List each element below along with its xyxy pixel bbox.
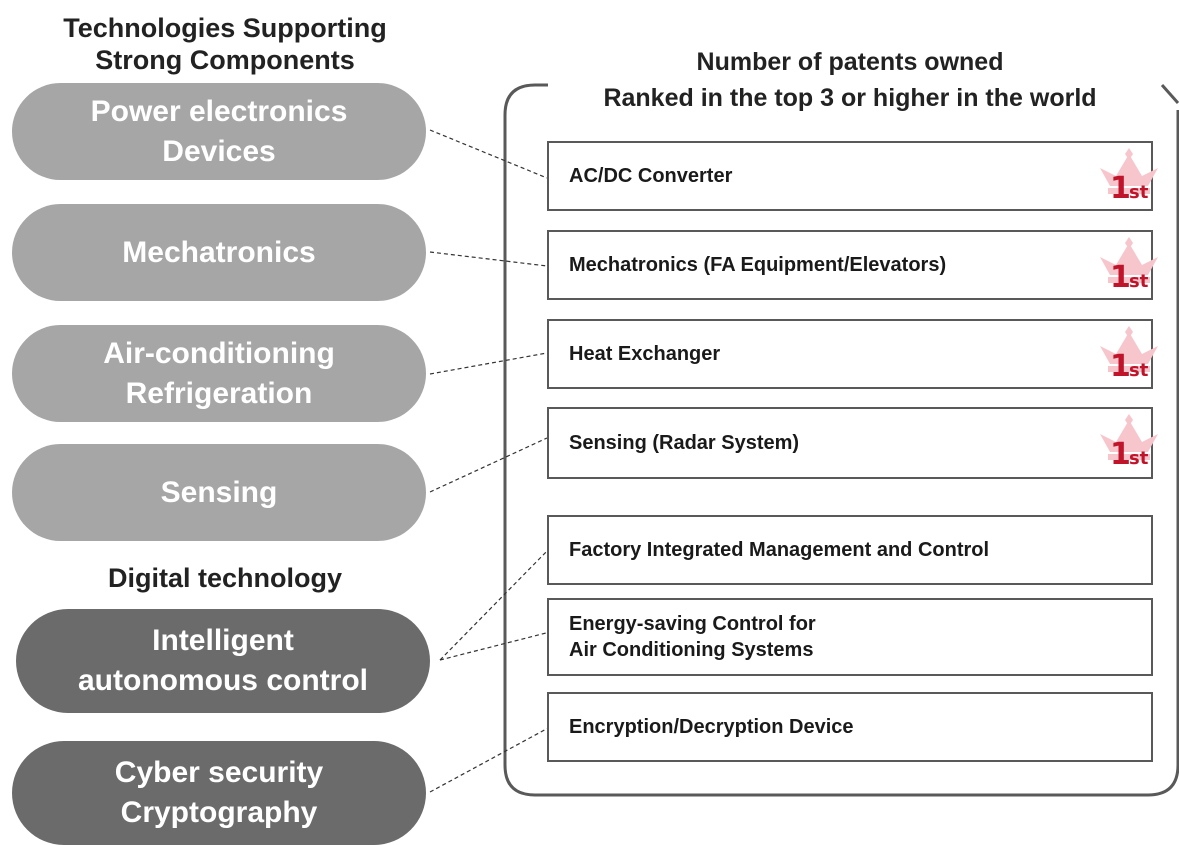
pill-label: Sensing — [160, 475, 278, 509]
pill-label: Devices — [162, 134, 276, 168]
connector-intelligent-energy — [439, 631, 551, 661]
pill-label: Cryptography — [120, 796, 318, 829]
rank-suffix: st — [1129, 182, 1149, 203]
pill-intelligent-control: Intelligent autonomous control — [16, 609, 430, 713]
heading-line: Technologies Supporting — [63, 13, 387, 43]
patent-item-label: Encryption/Decryption Device — [569, 716, 854, 738]
pill-label: Refrigeration — [125, 376, 313, 410]
heading-line: Strong Components — [95, 45, 355, 75]
rank-number: 1 — [1110, 260, 1131, 295]
rank-suffix: st — [1129, 448, 1149, 469]
rank-suffix: st — [1129, 360, 1149, 381]
patent-item-energy-saving: Energy-saving Control for Air Conditioni… — [547, 598, 1153, 676]
pill-label: Mechatronics — [122, 235, 316, 269]
digital-technology-heading: Digital technology — [107, 563, 342, 593]
rank-number: 1 — [1110, 349, 1131, 384]
patents-heading: Number of patents owned Ranked in the to… — [550, 44, 1150, 116]
crown-icon: 1 st — [1100, 326, 1158, 384]
patent-item-label: AC/DC Converter — [569, 165, 733, 187]
connector-power-electronics — [429, 129, 548, 179]
patent-item-label: Air Conditioning Systems — [569, 639, 814, 661]
connector-cyber-encryption — [429, 726, 551, 793]
frame-top-right-tick — [1160, 84, 1179, 104]
pill-label: autonomous control — [78, 664, 368, 697]
connector-air-conditioning — [429, 352, 548, 375]
pill-sensing: Sensing — [12, 444, 426, 541]
patent-frame — [503, 83, 1179, 797]
rank-number: 1 — [1110, 171, 1131, 206]
patent-item-label: Heat Exchanger — [569, 343, 721, 365]
patent-item-heat-exchanger: Heat Exchanger — [547, 319, 1153, 389]
strong-components-heading: Technologies Supporting Strong Component… — [20, 12, 430, 76]
patent-item-label: Sensing (Radar System) — [569, 432, 800, 454]
pill-power-electronics: Power electronics Devices — [12, 83, 426, 180]
patent-item-sensing: Sensing (Radar System) — [547, 407, 1153, 479]
crown-icon: 1 st — [1100, 414, 1158, 472]
heading-line: Ranked in the top 3 or higher in the wor… — [597, 80, 1103, 116]
heading-line: Number of patents owned — [696, 48, 1004, 76]
patent-item-label: Factory Integrated Management and Contro… — [569, 539, 990, 561]
crown-icon: 1 st — [1100, 237, 1158, 295]
crown-icon: 1 st — [1100, 148, 1158, 206]
connector-mechatronics — [429, 251, 548, 267]
rank-number: 1 — [1110, 437, 1131, 472]
patent-item-factory-management: Factory Integrated Management and Contro… — [547, 515, 1153, 585]
connector-sensing — [429, 437, 548, 493]
pill-label: Cyber security — [114, 756, 324, 789]
pill-label: Intelligent — [152, 624, 294, 657]
pill-label: Air-conditioning — [103, 336, 335, 370]
patent-item-label: Mechatronics (FA Equipment/Elevators) — [569, 254, 947, 276]
patent-item-label: Energy-saving Control for — [569, 613, 816, 635]
pill-mechatronics: Mechatronics — [12, 204, 426, 301]
patent-item-encryption: Encryption/Decryption Device — [547, 692, 1153, 762]
patent-item-ac-dc-converter: AC/DC Converter — [547, 141, 1153, 211]
patent-item-mechatronics: Mechatronics (FA Equipment/Elevators) — [547, 230, 1153, 300]
pill-cyber-security: Cyber security Cryptography — [12, 741, 426, 845]
rank-suffix: st — [1129, 271, 1149, 292]
pill-label: Power electronics — [90, 94, 348, 128]
connector-intelligent-factory — [439, 547, 551, 661]
pill-air-conditioning: Air-conditioning Refrigeration — [12, 325, 426, 422]
